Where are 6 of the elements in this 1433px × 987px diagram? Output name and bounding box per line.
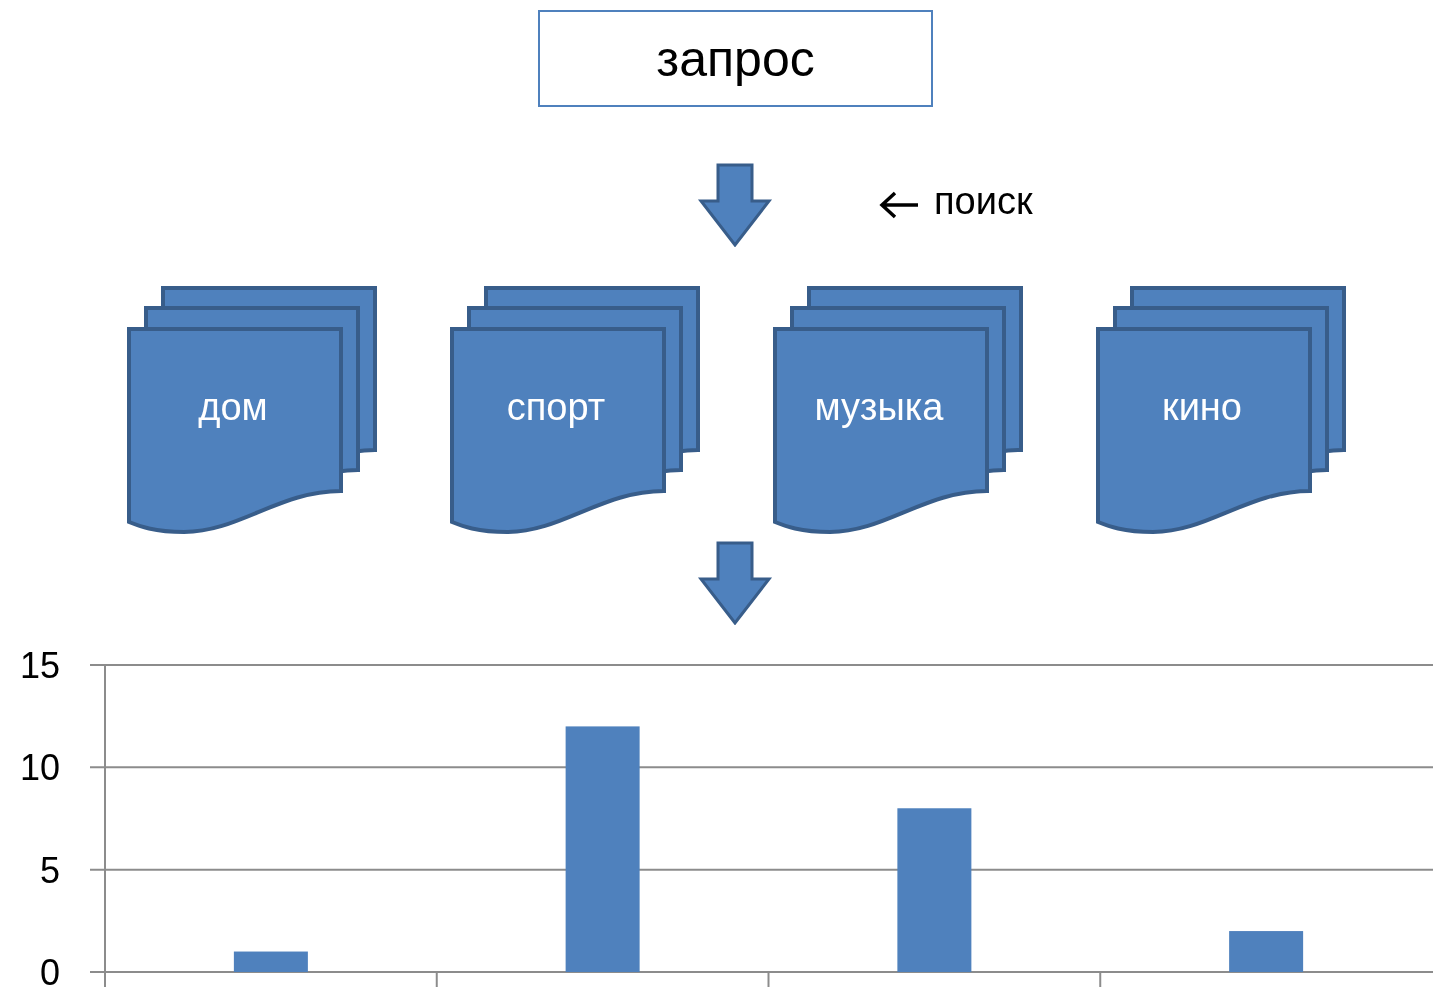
axis-tick-label: 10 [19, 747, 60, 789]
axis-tick-label: 5 [39, 849, 60, 891]
annotation-label: поиск [934, 180, 1033, 223]
query-box: запрос [538, 10, 933, 107]
axis-tick-label: 15 [19, 645, 60, 686]
axis-tick-label: 0 [39, 952, 60, 987]
